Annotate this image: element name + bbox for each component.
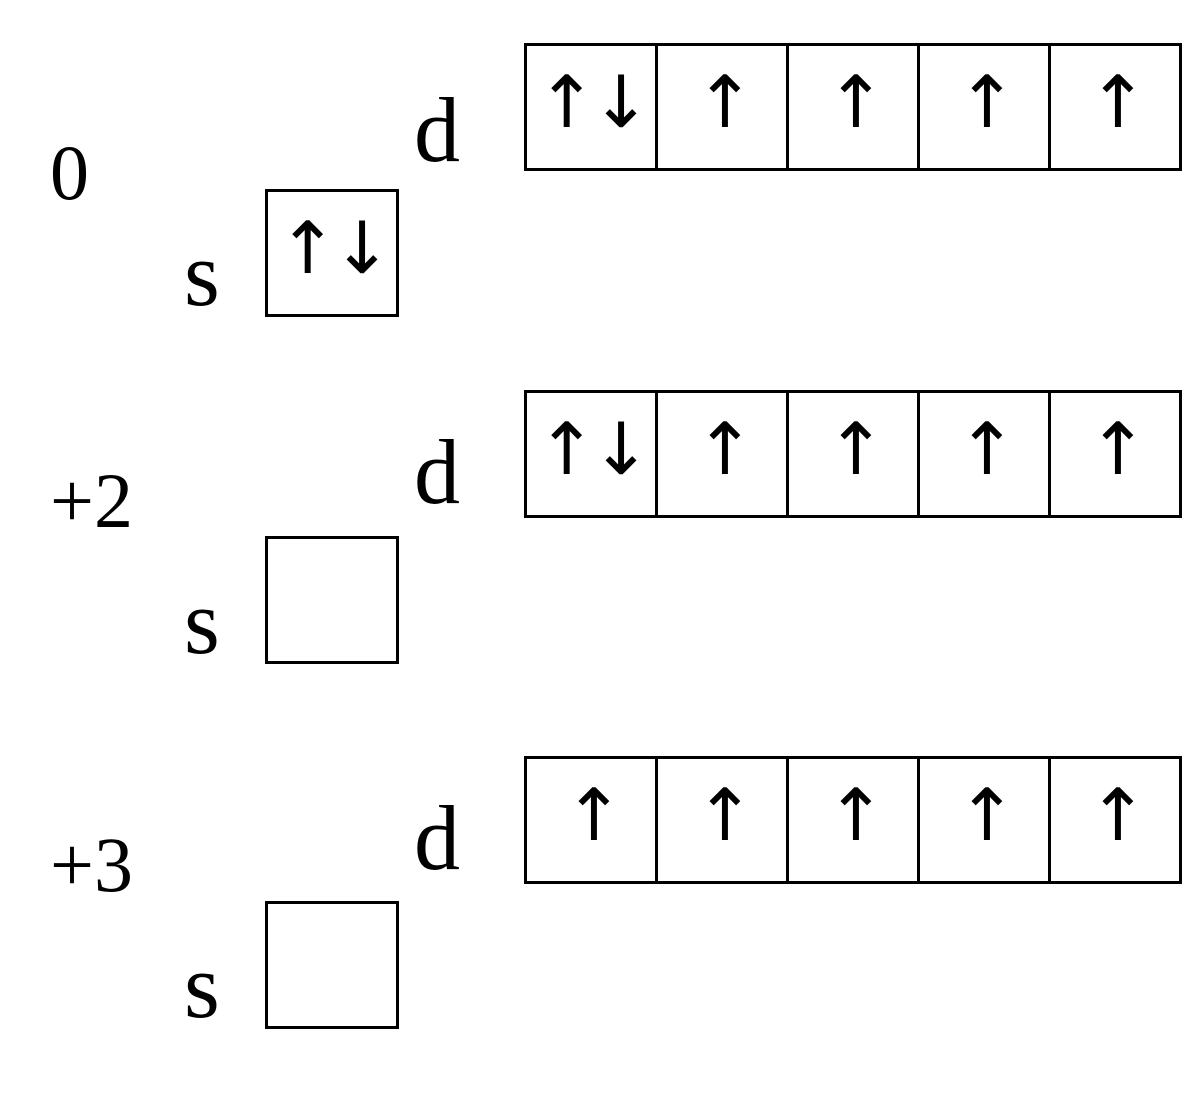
electron-arrows: ↑ bbox=[825, 407, 886, 491]
electron-arrows: ↑ bbox=[825, 773, 886, 857]
d-orbital-row: ↑ ↑ ↑ ↑ ↑ bbox=[524, 756, 1182, 884]
charge-label-3: +3 bbox=[50, 821, 133, 908]
electron-arrows: ↑ bbox=[563, 773, 624, 857]
electron-arrows: ↑ bbox=[1087, 407, 1148, 491]
d-orbital-box: ↑ bbox=[786, 756, 920, 884]
s-orbital-box bbox=[265, 901, 399, 1029]
d-orbital-box: ↑ bbox=[655, 756, 789, 884]
d-orbital-box: ↑ bbox=[1048, 43, 1182, 171]
electron-arrows: ↑ bbox=[956, 407, 1017, 491]
electron-arrows: ↑ bbox=[1087, 60, 1148, 144]
s-orbital-box: ↑↓ bbox=[265, 189, 399, 317]
d-orbital-box: ↑ bbox=[524, 756, 658, 884]
d-subshell-label: d bbox=[414, 79, 460, 181]
electron-arrows: ↑↓ bbox=[536, 60, 652, 144]
d-orbital-row: ↑↓ ↑ ↑ ↑ ↑ bbox=[524, 390, 1182, 518]
d-orbital-box: ↑↓ bbox=[524, 43, 658, 171]
d-orbital-box: ↑ bbox=[1048, 390, 1182, 518]
d-orbital-box: ↑ bbox=[655, 43, 789, 171]
d-orbital-box: ↑↓ bbox=[524, 390, 658, 518]
d-orbital-box: ↑ bbox=[786, 43, 920, 171]
d-subshell-label: d bbox=[414, 787, 460, 889]
electron-arrows: ↑ bbox=[825, 60, 886, 144]
d-orbital-box: ↑ bbox=[655, 390, 789, 518]
d-subshell-label: d bbox=[414, 421, 460, 523]
electron-arrows: ↑ bbox=[694, 773, 755, 857]
electron-arrows: ↑ bbox=[956, 60, 1017, 144]
s-subshell-label: s bbox=[184, 223, 220, 325]
d-orbital-box: ↑ bbox=[917, 43, 1051, 171]
electron-arrows: ↑ bbox=[1087, 773, 1148, 857]
d-orbital-box: ↑ bbox=[786, 390, 920, 518]
s-subshell-label: s bbox=[184, 571, 220, 673]
d-orbital-box: ↑ bbox=[917, 756, 1051, 884]
electron-arrows: ↑ bbox=[956, 773, 1017, 857]
d-orbital-box: ↑ bbox=[1048, 756, 1182, 884]
charge-label-0: 0 bbox=[50, 129, 89, 216]
s-orbital-box bbox=[265, 536, 399, 664]
charge-label-2: +2 bbox=[50, 457, 133, 544]
electron-arrows: ↑ bbox=[694, 407, 755, 491]
electron-arrows: ↑↓ bbox=[536, 407, 652, 491]
electron-arrows: ↑ bbox=[694, 60, 755, 144]
d-orbital-box: ↑ bbox=[917, 390, 1051, 518]
d-orbital-row: ↑↓ ↑ ↑ ↑ ↑ bbox=[524, 43, 1182, 171]
s-subshell-label: s bbox=[184, 935, 220, 1037]
electron-arrows: ↑↓ bbox=[277, 206, 393, 290]
